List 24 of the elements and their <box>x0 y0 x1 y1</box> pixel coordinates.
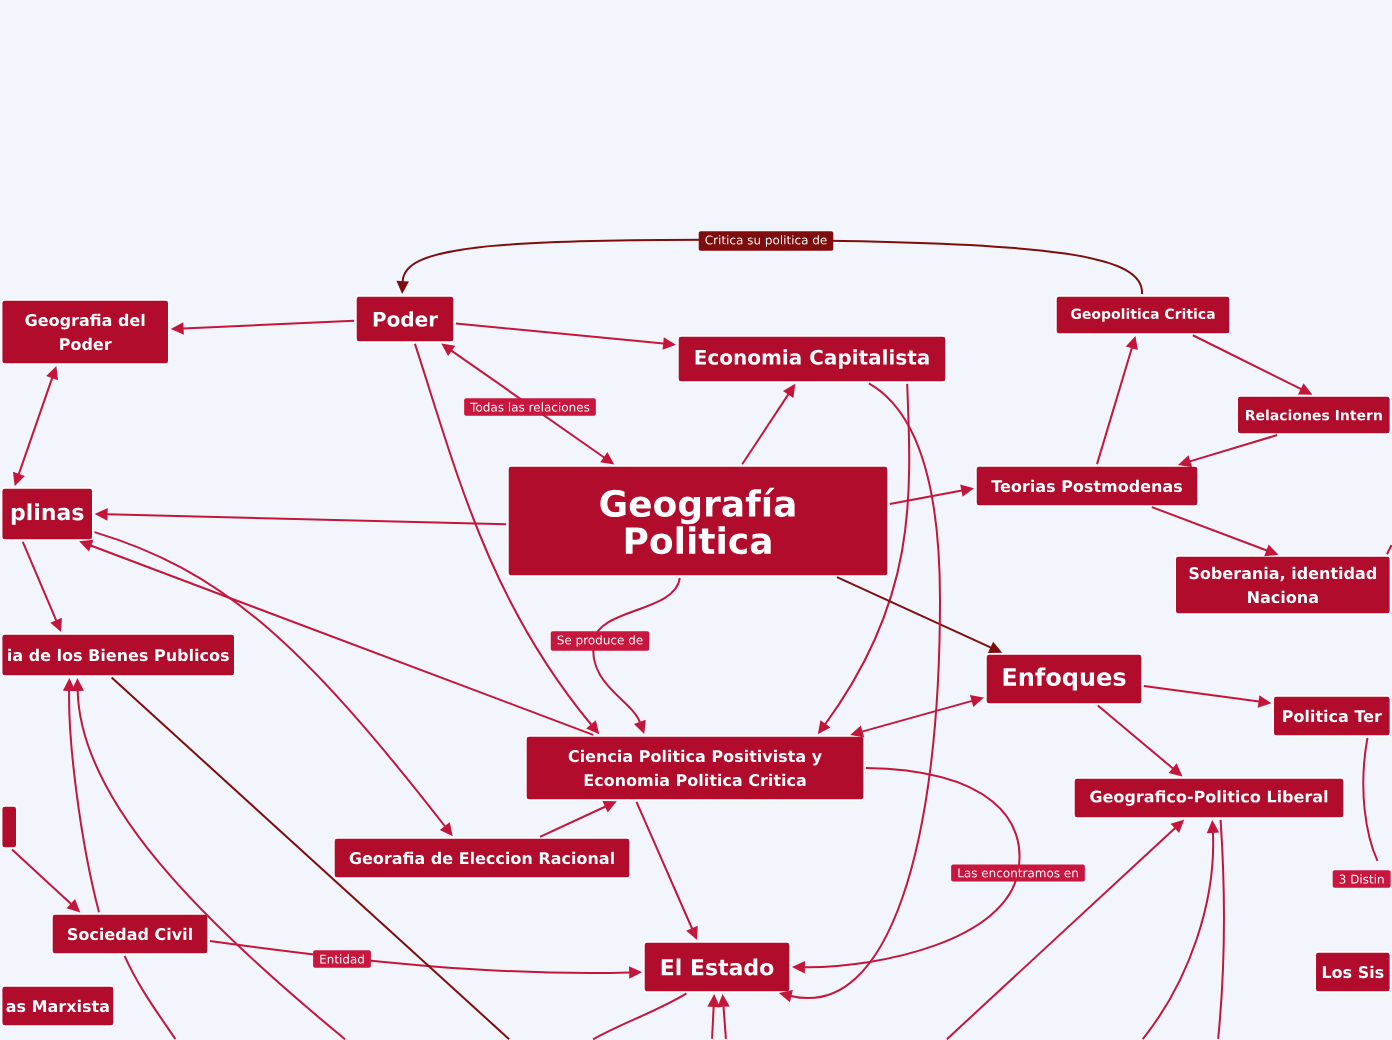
connector-line <box>592 992 688 1040</box>
concept-box: Teorias Postmodenas <box>975 465 1199 507</box>
concept-box: Geografico-Politico Liberal <box>1073 777 1345 819</box>
connector-line <box>110 676 511 1040</box>
connector-line <box>1217 818 1225 1040</box>
concept-box: as Marxista <box>1 985 115 1027</box>
concept-box: Economia Capitalista <box>677 335 947 383</box>
concept-box: Ciencia Politica Positivista y Economia Politica Critica <box>525 735 865 801</box>
concept-box: Los Sis <box>1314 951 1391 993</box>
concept-box: Sociedad Civil <box>51 913 209 955</box>
concept-box <box>1 805 18 849</box>
concept-box: Soberania, identidad Naciona <box>1174 555 1391 615</box>
concept-box: Enfoques <box>985 653 1143 705</box>
concept-box: ia de los Bienes Publicos <box>1 633 236 677</box>
connector-line <box>1362 736 1379 862</box>
concept-box: Georafia de Eleccion Racional <box>333 837 631 879</box>
connector-line <box>1385 544 1392 556</box>
concept-box: Politica Ter <box>1272 695 1391 737</box>
concept-box: El Estado <box>643 941 791 993</box>
concept-box: Poder <box>355 295 455 343</box>
concept-box: Geografia del Poder <box>1 299 170 365</box>
connector-line <box>123 954 177 1040</box>
central-topic-box: Geografía Politica <box>507 465 889 577</box>
concept-box: plinas <box>1 487 94 541</box>
